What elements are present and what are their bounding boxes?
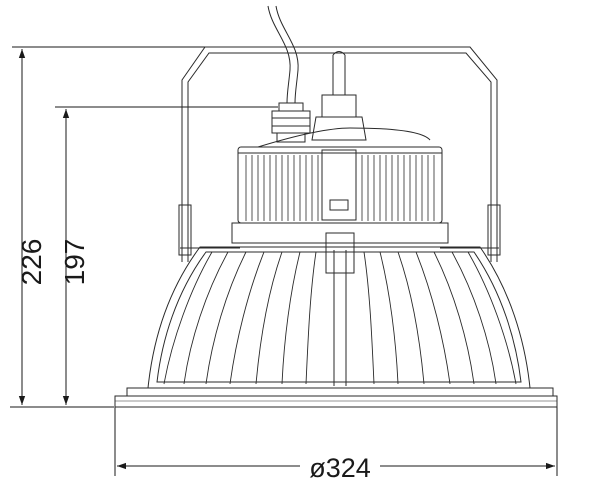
suspension-hook xyxy=(311,51,367,141)
dimension-197 xyxy=(55,106,278,405)
dimension-226 xyxy=(12,46,470,405)
housing-fins xyxy=(245,155,435,221)
mounting-bracket xyxy=(178,46,501,262)
reflector-ribs xyxy=(163,251,517,385)
dimension-label-diameter: ø324 xyxy=(309,453,371,483)
dimension-label-197: 197 xyxy=(59,239,90,286)
reflector xyxy=(147,232,531,389)
power-cable xyxy=(267,5,299,104)
dimension-label-226: 226 xyxy=(16,239,47,286)
bottom-ring xyxy=(114,387,558,408)
luminaire xyxy=(114,5,558,408)
driver-housing xyxy=(231,127,449,244)
dimension-diameter xyxy=(114,407,558,476)
cable-gland xyxy=(271,102,311,143)
